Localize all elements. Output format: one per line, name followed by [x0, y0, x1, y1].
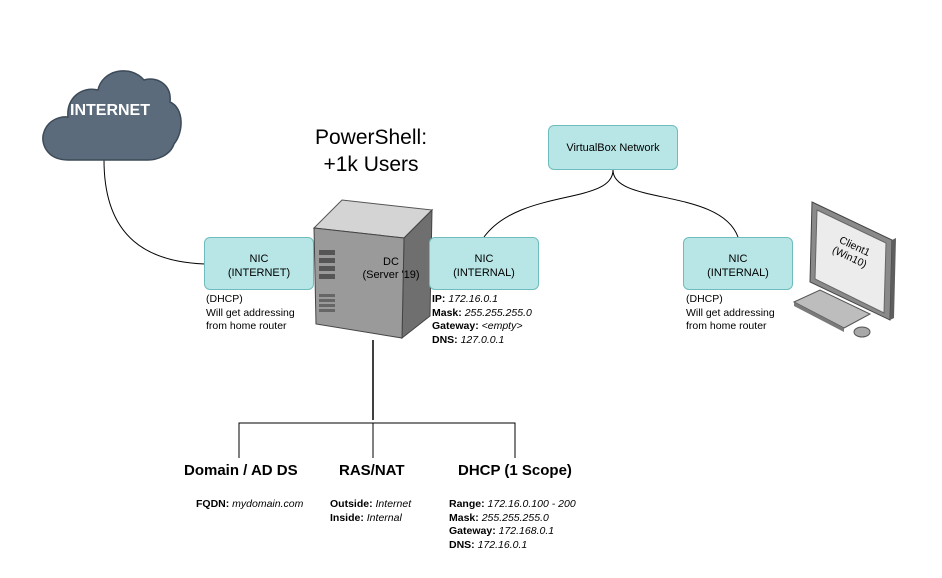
nic-internet-node: NIC (INTERNET)	[204, 237, 314, 290]
virtualbox-network-node: VirtualBox Network	[548, 125, 678, 170]
role-ras-details: Outside: Internet Inside: Internal	[330, 498, 412, 524]
client-computer-icon	[792, 201, 896, 338]
diagram-title: PowerShell: +1k Users	[314, 126, 428, 176]
server-tower-icon	[312, 199, 434, 340]
nic-internal-client-note: (DHCP) Will get addressing from home rou…	[686, 293, 775, 332]
nic-internal-dc-node: NIC (INTERNAL)	[429, 237, 539, 290]
role-adds-heading: Domain / AD DS	[184, 462, 298, 479]
internet-link	[103, 159, 206, 265]
server-label: DC (Server '19)	[362, 256, 420, 281]
nic-internal-client-node: NIC (INTERNAL)	[683, 237, 793, 290]
nic-internal-dc-config: IP: 172.16.0.1 Mask: 255.255.255.0 Gatew…	[432, 293, 532, 346]
role-adds-details: FQDN: mydomain.com	[196, 498, 304, 510]
role-dhcp-details: Range: 172.16.0.100 - 200 Mask: 255.255.…	[449, 498, 576, 551]
role-branch	[238, 422, 516, 458]
vbox-link-client	[612, 169, 739, 238]
vbox-link-dc	[483, 169, 614, 238]
internet-label: INTERNET	[70, 102, 150, 119]
role-ras-heading: RAS/NAT	[339, 462, 405, 479]
role-dhcp-heading: DHCP (1 Scope)	[458, 462, 572, 479]
internet-cloud-icon	[42, 70, 182, 161]
nic-internet-note: (DHCP) Will get addressing from home rou…	[206, 293, 295, 332]
